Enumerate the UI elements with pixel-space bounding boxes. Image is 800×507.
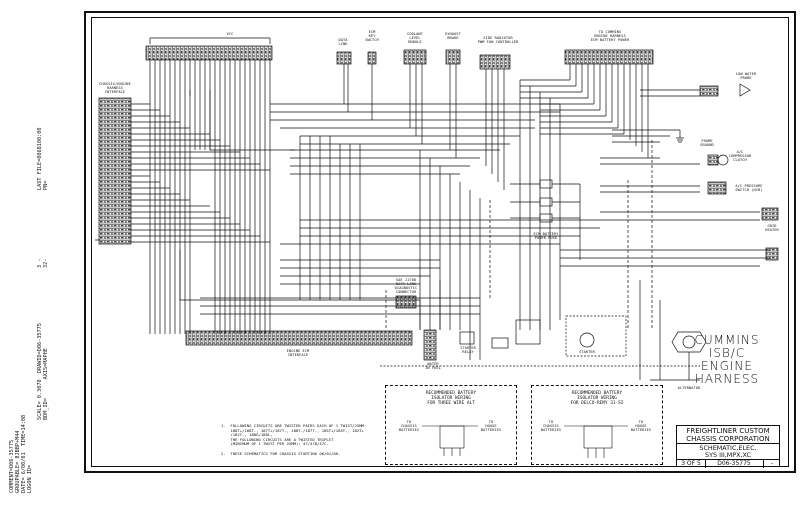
engine-ecm-interface-label: ENGINE ECM INTERFACE (286, 349, 310, 357)
title-block: FREIGHTLINER CUSTOM CHASSIS CORPORATION … (676, 425, 780, 468)
title-block-number: D06-35775 (705, 460, 764, 468)
ac-compressor-clutch-label: A/C COMPRESSOR CLUTCH (728, 150, 752, 162)
alternator-label: ALTERNATOR (677, 386, 701, 390)
to-house-batteries-right: TO HOUSE BATTERIES (630, 420, 652, 432)
ecm-key-switch-label: ECM KEY SWITCH (365, 30, 379, 42)
isolator-diagram-left (422, 425, 478, 456)
data-link-connector (336, 51, 352, 65)
frame-ground-label: FRAME GROUND (700, 139, 714, 147)
side-radiator-connector (479, 54, 511, 70)
engine-harness-top-label: TO CUMMINS ENGINE HARNESS ECM BATTERY PO… (590, 30, 630, 42)
exhaust-brake-label: EXHAUST BRAKE (445, 32, 461, 40)
isolator-diagram-right (564, 425, 628, 458)
drawing-title-line2: ENGINE HARNESS (694, 359, 760, 386)
isolator-box-three-wire-title: RECOMMENDED BATTERY ISOLATOR WIRING FOR … (425, 391, 477, 406)
circuit-notes: 1. FOLLOWING CIRCUITS ARE TWISTED PAIRS … (221, 423, 367, 456)
title-block-drawing: SCHEMATIC,ELEC, SYS III,MPX,XC (677, 444, 779, 460)
to-chassis-batteries-right: TO CHASSIS BATTERIES (540, 420, 562, 432)
vcc-connector (145, 37, 273, 61)
inner-frame (91, 17, 789, 467)
chassis-interface-connector (98, 97, 132, 245)
low-water-probe-label: LOW WATER PROBE (735, 72, 757, 80)
to-house-batteries-left: TO HOUSE BATTERIES (480, 420, 502, 432)
title-block-numbers: 3 OF 5 D06-35775 - (677, 460, 779, 468)
water-in-fuel-label: WATER IN FUEL (425, 362, 441, 370)
title-block-rev: - (770, 460, 774, 467)
drawing-title-line1: CUMMINS ISB/C (694, 333, 760, 360)
isolator-box-delco-remy-title: RECOMMENDED BATTERY ISOLATOR WIRING FOR … (570, 391, 624, 406)
grid-heater-label: GRID HEATER (765, 224, 779, 232)
sae-j1708-label: SAE J1708 DATA LINK DIAGNOSTIC CONNECTOR (394, 278, 418, 294)
engine-harness-connector-top (564, 49, 654, 65)
side-radiator-label: SIDE RADIATOR PWM FAN CONTROLLER (477, 36, 519, 44)
starter-label: STARTER (579, 350, 595, 354)
ac-pressure-switch-label: A/C PRESSURE SWITCH (HCB) (735, 184, 763, 192)
ecm-key-switch-connector (367, 51, 377, 65)
title-block-company: FREIGHTLINER CUSTOM CHASSIS CORPORATION (677, 426, 779, 444)
data-link-label: DATA LINK (338, 38, 348, 46)
outer-frame (84, 11, 796, 473)
engine-ecm-connector (185, 330, 413, 346)
vcc-label: VCC (226, 32, 234, 36)
chassis-engine-harness-label: CHASSIS/ENGINE HARNESS INTERFACE (99, 82, 131, 94)
isolator-box-three-wire: RECOMMENDED BATTERY ISOLATOR WIRING FOR … (385, 385, 517, 465)
coolant-level-connector (403, 49, 427, 65)
ecm-battery-power-fuse-label: ECM BATTERY POWER FUSE (533, 232, 559, 240)
isolator-box-delco-remy: RECOMMENDED BATTERY ISOLATOR WIRING FOR … (531, 385, 663, 465)
exhaust-brake-connector (445, 49, 461, 65)
coolant-level-module-label: COOLANT LEVEL MODULE (407, 32, 423, 44)
drawing-title: CUMMINS ISB/C ENGINE HARNESS (675, 334, 779, 386)
starter-relay-label: STARTER RELAY (460, 346, 476, 354)
to-chassis-batteries-left: TO CHASSIS BATTERIES (398, 420, 420, 432)
title-block-sheet: 3 OF 5 (677, 460, 706, 468)
